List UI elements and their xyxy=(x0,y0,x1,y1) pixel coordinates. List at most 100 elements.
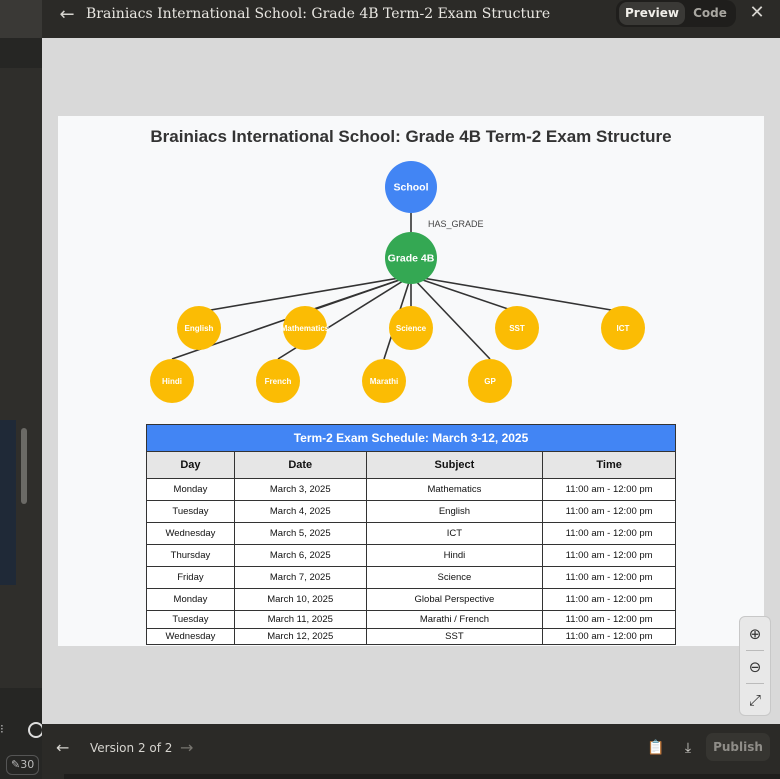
tab-code[interactable]: Code xyxy=(693,6,727,20)
background-scrollbar[interactable] xyxy=(21,428,27,504)
zoom-divider xyxy=(746,650,764,651)
cell-date: March 6, 2025 xyxy=(233,544,367,567)
cell-date: March 12, 2025 xyxy=(233,628,367,645)
edge-label-has-grade: HAS_GRADE xyxy=(428,219,484,229)
node-sst-label: SST xyxy=(509,324,525,333)
zoom-in-icon[interactable]: ⊕ xyxy=(748,625,762,643)
cell-date: March 11, 2025 xyxy=(233,610,367,629)
tab-preview[interactable]: Preview xyxy=(619,2,685,25)
node-school[interactable]: School xyxy=(385,161,437,213)
arrow-left-icon[interactable]: ← xyxy=(56,738,70,757)
cell-time: 11:00 am - 12:00 pm xyxy=(542,522,676,545)
node-english-label: English xyxy=(185,324,214,333)
cell-time: 11:00 am - 12:00 pm xyxy=(542,544,676,567)
cell-day: Wednesday xyxy=(146,522,235,545)
cell-time: 11:00 am - 12:00 pm xyxy=(542,566,676,589)
cell-day: Thursday xyxy=(146,544,235,567)
background-tool-icon[interactable]: ⁝ xyxy=(0,722,4,736)
cell-subject: Mathematics xyxy=(365,478,544,501)
node-french-circle xyxy=(256,359,300,403)
cell-date: March 5, 2025 xyxy=(233,522,367,545)
arrow-right-icon[interactable]: → xyxy=(180,738,194,757)
node-science-label: Science xyxy=(396,324,427,333)
node-grade[interactable]: Grade 4B xyxy=(385,232,437,284)
edge-grade-ict xyxy=(410,275,624,313)
edge-grade-gp xyxy=(410,275,491,360)
modal-footer: ← Version 2 of 2 → 📋 ⤓ Publish xyxy=(42,724,780,779)
background-app: ⁝ ✎30 xyxy=(0,0,44,779)
cell-time: 11:00 am - 12:00 pm xyxy=(542,500,676,523)
node-english-circle xyxy=(177,306,221,350)
diagram-title: Brainiacs International School: Grade 4B… xyxy=(150,127,672,146)
cell-day: Wednesday xyxy=(146,628,235,645)
clipboard-icon[interactable]: 📋 xyxy=(647,740,665,756)
modal-header: ← Brainiacs International School: Grade … xyxy=(42,0,780,38)
cell-subject: Hindi xyxy=(365,544,544,567)
node-hindi-label: Hindi xyxy=(162,377,182,386)
zoom-out-icon[interactable]: ⊖ xyxy=(748,658,762,676)
node-grade-label: Grade 4B xyxy=(388,253,435,265)
node-sst[interactable]: SST xyxy=(495,306,539,350)
node-gp[interactable]: GP xyxy=(468,359,512,403)
cell-date: March 7, 2025 xyxy=(233,566,367,589)
cell-time: 11:00 am - 12:00 pm xyxy=(542,628,676,645)
background-panel xyxy=(0,68,42,688)
cell-subject: SST xyxy=(365,628,544,645)
node-hindi[interactable]: Hindi xyxy=(150,359,194,403)
modal-title: Brainiacs International School: Grade 4B… xyxy=(86,6,551,22)
node-english[interactable]: English xyxy=(177,306,221,350)
version-label: Version 2 of 2 xyxy=(90,741,173,755)
cell-subject: English xyxy=(365,500,544,523)
node-gp-circle xyxy=(468,359,512,403)
background-chip-label: 30 xyxy=(20,758,35,771)
cell-subject: Science xyxy=(365,566,544,589)
node-ict[interactable]: ICT xyxy=(601,306,645,350)
node-sst-circle xyxy=(495,306,539,350)
node-ict-label: ICT xyxy=(617,324,630,333)
node-marathi-circle xyxy=(362,359,406,403)
view-toggle: Preview Code xyxy=(616,0,736,27)
cell-time: 11:00 am - 12:00 pm xyxy=(542,610,676,629)
zoom-divider xyxy=(746,683,764,684)
close-icon[interactable]: ✕ xyxy=(749,2,765,23)
edge-grade-sst xyxy=(410,275,518,313)
cell-subject: Global Perspective xyxy=(365,588,544,611)
arrow-left-icon[interactable]: ← xyxy=(59,4,75,25)
background-preview-thumb xyxy=(0,420,16,585)
node-school-circle xyxy=(385,161,437,213)
node-marathi[interactable]: Marathi xyxy=(362,359,406,403)
publish-button[interactable]: Publish xyxy=(706,733,770,761)
node-french[interactable]: French xyxy=(256,359,300,403)
node-science-circle xyxy=(389,306,433,350)
cell-date: March 10, 2025 xyxy=(233,588,367,611)
node-school-label: School xyxy=(393,182,428,194)
column-header-time: Time xyxy=(542,451,676,479)
column-header-subject: Subject xyxy=(365,451,544,479)
cell-subject: ICT xyxy=(365,522,544,545)
download-icon[interactable]: ⤓ xyxy=(684,740,692,756)
node-french-label: French xyxy=(265,377,292,386)
cell-date: March 3, 2025 xyxy=(233,478,367,501)
node-mathematics-label: Mathematics xyxy=(281,324,330,333)
node-mathematics[interactable]: Mathematics xyxy=(281,306,330,350)
node-science[interactable]: Science xyxy=(389,306,433,350)
cell-day: Tuesday xyxy=(146,610,235,629)
background-chip[interactable]: ✎30 xyxy=(6,755,40,775)
node-ict-circle xyxy=(601,306,645,350)
edge-grade-english xyxy=(198,275,412,313)
cell-subject: Marathi / French xyxy=(365,610,544,629)
cell-day: Monday xyxy=(146,478,235,501)
footer-strip xyxy=(64,774,780,779)
cell-day: Tuesday xyxy=(146,500,235,523)
expand-icon[interactable]: ⤢ xyxy=(748,691,761,709)
